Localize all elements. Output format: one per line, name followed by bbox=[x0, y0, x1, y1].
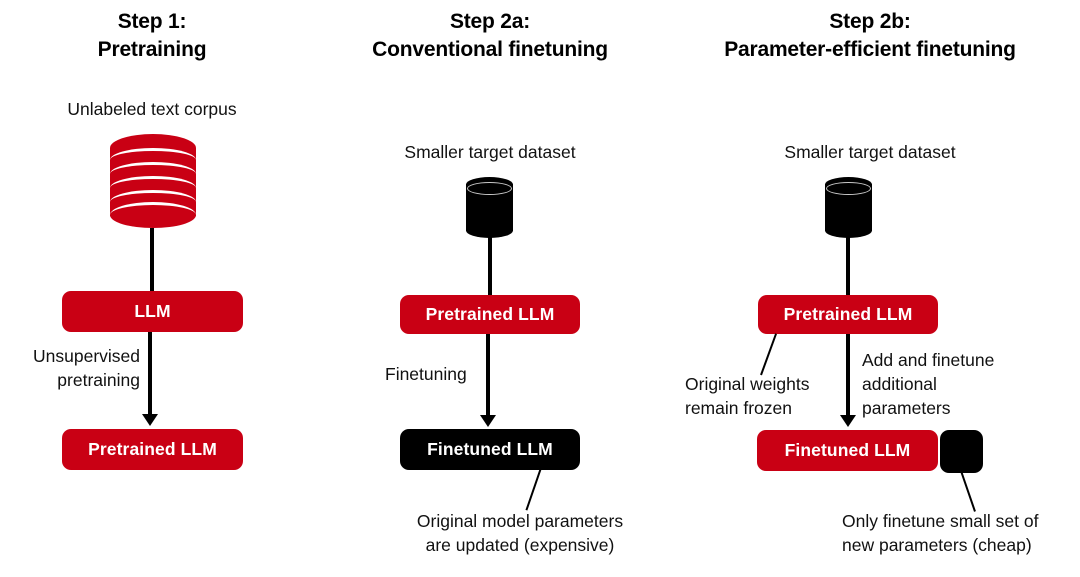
annotation-original-model-parameters: Original model parameters are updated (e… bbox=[416, 511, 624, 555]
model-box-pretrained-llm-step1[interactable]: Pretrained LLM bbox=[62, 429, 243, 470]
arrow-unsupervised-pretraining bbox=[134, 332, 166, 426]
arrow-label-finetuning: Finetuning bbox=[385, 364, 467, 384]
connector-corpus-to-llm bbox=[150, 228, 154, 292]
model-box-llm-label: LLM bbox=[134, 301, 171, 321]
model-box-llm[interactable]: LLM bbox=[62, 291, 243, 332]
column-title-step1: Step 1: Pretraining bbox=[97, 10, 207, 61]
connector-dataset-to-pretrained-step2a bbox=[488, 237, 492, 295]
source-label-step1: Unlabeled text corpus bbox=[67, 99, 237, 119]
arrow-add-and-finetune bbox=[832, 334, 864, 427]
annotation-original-weights-frozen: Original weights remain frozen bbox=[685, 374, 810, 418]
model-box-pretrained-llm-step2b[interactable]: Pretrained LLM bbox=[758, 295, 938, 334]
arrow-label-add-and-finetune: Add and finetune additional parameters bbox=[862, 350, 995, 418]
model-box-pretrained-llm-step2a-label: Pretrained LLM bbox=[425, 304, 555, 324]
source-label-step2b: Smaller target dataset bbox=[784, 142, 956, 162]
model-box-finetuned-llm-step2a-label: Finetuned LLM bbox=[427, 439, 553, 459]
arrow-finetuning bbox=[472, 334, 504, 427]
model-box-pretrained-llm-step2a[interactable]: Pretrained LLM bbox=[400, 295, 580, 334]
arrow-label-unsupervised-pretraining: Unsupervised pretraining bbox=[33, 346, 140, 390]
red-stacked-database-icon bbox=[110, 134, 196, 230]
column-title-step2b: Step 2b: Parameter-efficient finetuning bbox=[724, 10, 1016, 61]
connector-dataset-to-pretrained-step2b bbox=[846, 237, 850, 295]
model-box-finetuned-llm-step2a[interactable]: Finetuned LLM bbox=[400, 429, 580, 470]
annotation-only-finetune-small-set: Only finetune small set of new parameter… bbox=[842, 511, 1039, 555]
model-box-finetuned-llm-step2b[interactable]: Finetuned LLM bbox=[757, 430, 938, 471]
column-title-step2a: Step 2a: Conventional finetuning bbox=[372, 10, 608, 61]
model-box-pretrained-llm-step2b-label: Pretrained LLM bbox=[783, 304, 913, 324]
black-adapter-block[interactable] bbox=[940, 430, 983, 473]
black-database-icon-step2a bbox=[466, 177, 513, 238]
black-database-icon-step2b bbox=[825, 177, 872, 238]
leader-line-original-weights-frozen bbox=[760, 333, 777, 376]
leader-line-original-model-parameters bbox=[525, 467, 542, 511]
model-box-finetuned-llm-step2b-label: Finetuned LLM bbox=[784, 440, 911, 460]
model-box-pretrained-llm-step1-label: Pretrained LLM bbox=[88, 439, 217, 459]
source-label-step2a: Smaller target dataset bbox=[404, 142, 576, 162]
